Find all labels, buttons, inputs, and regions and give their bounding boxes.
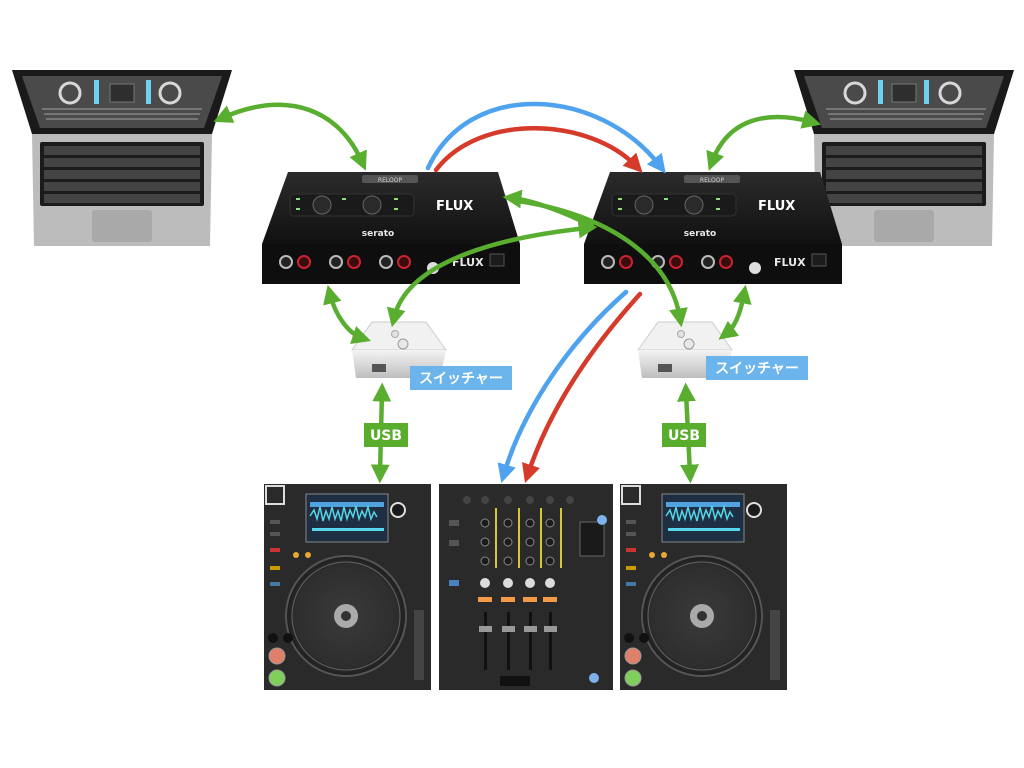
connection-arrows bbox=[213, 101, 822, 484]
interface-left-model: FLUX bbox=[436, 199, 473, 214]
arrow-laptop-left-to-interface-left bbox=[213, 102, 367, 171]
interface-right-maker: RELOOP bbox=[700, 177, 725, 184]
mixer-cue-buttons bbox=[478, 597, 557, 602]
mixer-eq-row bbox=[480, 578, 555, 588]
usb-right-label: USB bbox=[662, 423, 706, 447]
laptop-left-keyboard bbox=[44, 146, 200, 203]
dj-mixer bbox=[439, 484, 613, 690]
mixer-faders bbox=[479, 612, 557, 670]
usb-right-label-text: USB bbox=[668, 428, 700, 444]
laptop-left-screen-ui bbox=[42, 80, 202, 120]
arrow-interface-left-switcher-left bbox=[323, 284, 371, 344]
switcher-left-label: スイッチャー bbox=[410, 366, 512, 390]
laptop-right-screen-ui bbox=[826, 80, 986, 120]
laptop-left bbox=[12, 70, 232, 246]
arrow-interface-right-to-switcher-right bbox=[509, 197, 688, 328]
interface-right-front-model: FLUX bbox=[774, 256, 806, 269]
mixer-level-meters bbox=[495, 508, 562, 568]
cdj-player-left bbox=[264, 484, 431, 690]
switcher-right-label-text: スイッチャー bbox=[715, 361, 799, 377]
interface-left-maker: RELOOP bbox=[378, 177, 403, 184]
switcher-left-label-text: スイッチャー bbox=[419, 371, 503, 387]
audio-interface-right: RELOOP FLUX serato FLUX bbox=[584, 172, 842, 284]
switcher-right-label: スイッチャー bbox=[706, 356, 808, 380]
usb-left-label-text: USB bbox=[370, 428, 402, 444]
cdj-player-right bbox=[620, 484, 787, 690]
audio-interface-left: RELOOP FLUX serato FLUX bbox=[262, 172, 520, 284]
arrow-interface-left-to-interface-right-blue bbox=[425, 101, 666, 174]
interface-left-brand: serato bbox=[362, 229, 394, 239]
arrow-interface-right-to-mixer-blue bbox=[497, 289, 629, 484]
arrow-laptop-right-to-interface-right bbox=[706, 110, 822, 171]
arrow-switcher-left-to-interface-right bbox=[386, 219, 598, 328]
arrow-interface-left-to-interface-right-red bbox=[433, 126, 643, 173]
interface-right-brand: serato bbox=[684, 229, 716, 239]
mixer-channel-knobs bbox=[480, 518, 555, 566]
arrow-interface-right-switcher-right bbox=[718, 284, 752, 340]
arrow-interface-right-to-mixer-red bbox=[522, 291, 643, 483]
usb-left-label: USB bbox=[364, 423, 408, 447]
laptop-right-keyboard bbox=[826, 146, 982, 203]
laptop-right bbox=[794, 70, 1014, 246]
interface-right-model: FLUX bbox=[758, 199, 795, 214]
